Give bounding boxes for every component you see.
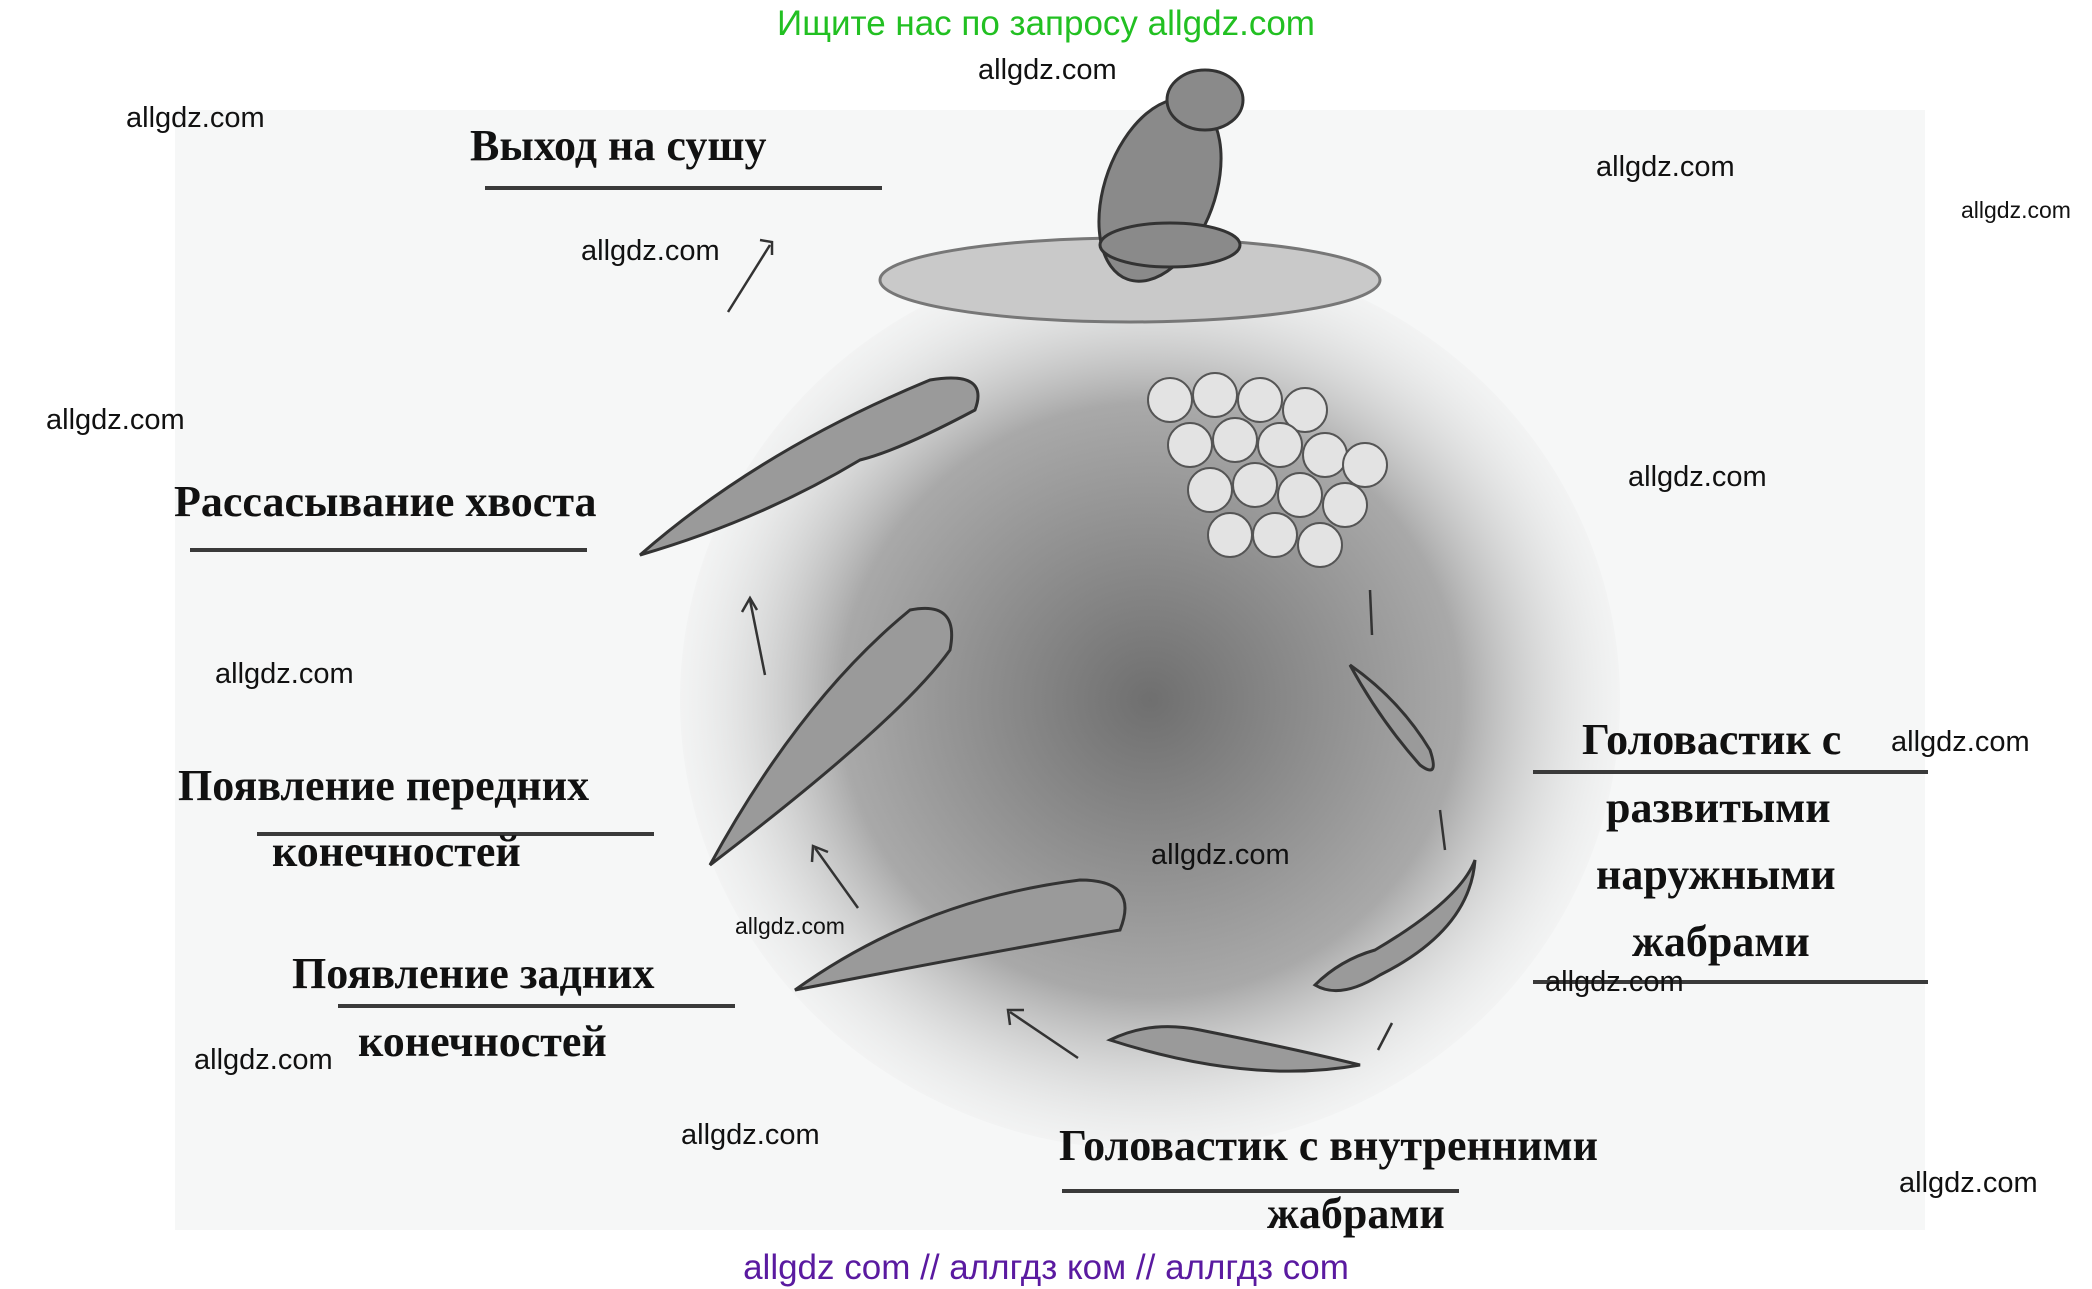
answer-line [1533, 770, 1928, 774]
tadpole-external-gills [1312, 859, 1477, 993]
stage-label-front-legs: Появление передних [178, 761, 590, 810]
footer-banner: allgdz com // аллгдз ком // аллгдз com [743, 1248, 1349, 1287]
stage-label-internal-gills: Головастик с внутренними [1059, 1121, 1598, 1170]
stage-label-tail-absorption: Рассасывание хвоста [174, 477, 597, 526]
tadpole-tail-absorbing [639, 376, 980, 557]
watermark: allgdz.com [215, 658, 354, 690]
watermark: allgdz.com [1891, 726, 2030, 758]
watermark: allgdz.com [1961, 197, 2071, 223]
stage-label-external-gills-line3: наружными [1596, 850, 1836, 899]
stage-label-internal-gills-line2: жабрами [1267, 1189, 1445, 1238]
answer-line [190, 548, 587, 552]
search-banner: Ищите нас по запросу allgdz.com [777, 4, 1315, 43]
stage-label-hind-legs: Появление задних [292, 949, 655, 998]
adult-frog [1097, 68, 1245, 283]
answer-line [1533, 980, 1928, 984]
watermark: allgdz.com [126, 102, 265, 134]
answer-line [1062, 1189, 1459, 1193]
tadpole-internal-gills [1106, 1025, 1361, 1073]
watermark: allgdz.com [681, 1119, 820, 1151]
watermark: allgdz.com [1151, 839, 1290, 871]
stage-label-external-gills: Головастик с [1582, 715, 1842, 764]
watermark: allgdz.com [1628, 461, 1767, 493]
watermark: allgdz.com [581, 235, 720, 267]
tadpole-stages [639, 376, 1477, 1073]
watermark: allgdz.com [1899, 1167, 2038, 1199]
stage-label-hind-legs-line2: конечностей [358, 1017, 607, 1066]
watermark: allgdz.com [46, 404, 185, 436]
watermark: allgdz.com [735, 913, 845, 939]
stage-label-external-gills-line4: жабрами [1632, 917, 1810, 966]
answer-line [338, 1004, 735, 1008]
cycle-arrows [726, 238, 1447, 1060]
stage-label-external-gills-line2: развитыми [1606, 783, 1831, 832]
tadpole-front-legs [708, 606, 954, 867]
watermark: allgdz.com [194, 1044, 333, 1076]
stage-label-land-exit: Выход на сушу [470, 121, 767, 170]
answer-line [257, 832, 654, 836]
egg-cluster [1147, 372, 1388, 568]
stage-label-front-legs-line2: конечностей [272, 827, 521, 876]
tadpole-hind-legs [794, 878, 1127, 992]
watermark: allgdz.com [1545, 966, 1684, 998]
answer-line [485, 186, 882, 190]
hatchling [1348, 663, 1435, 772]
watermark: allgdz.com [1596, 151, 1735, 183]
watermark: allgdz.com [978, 54, 1117, 86]
